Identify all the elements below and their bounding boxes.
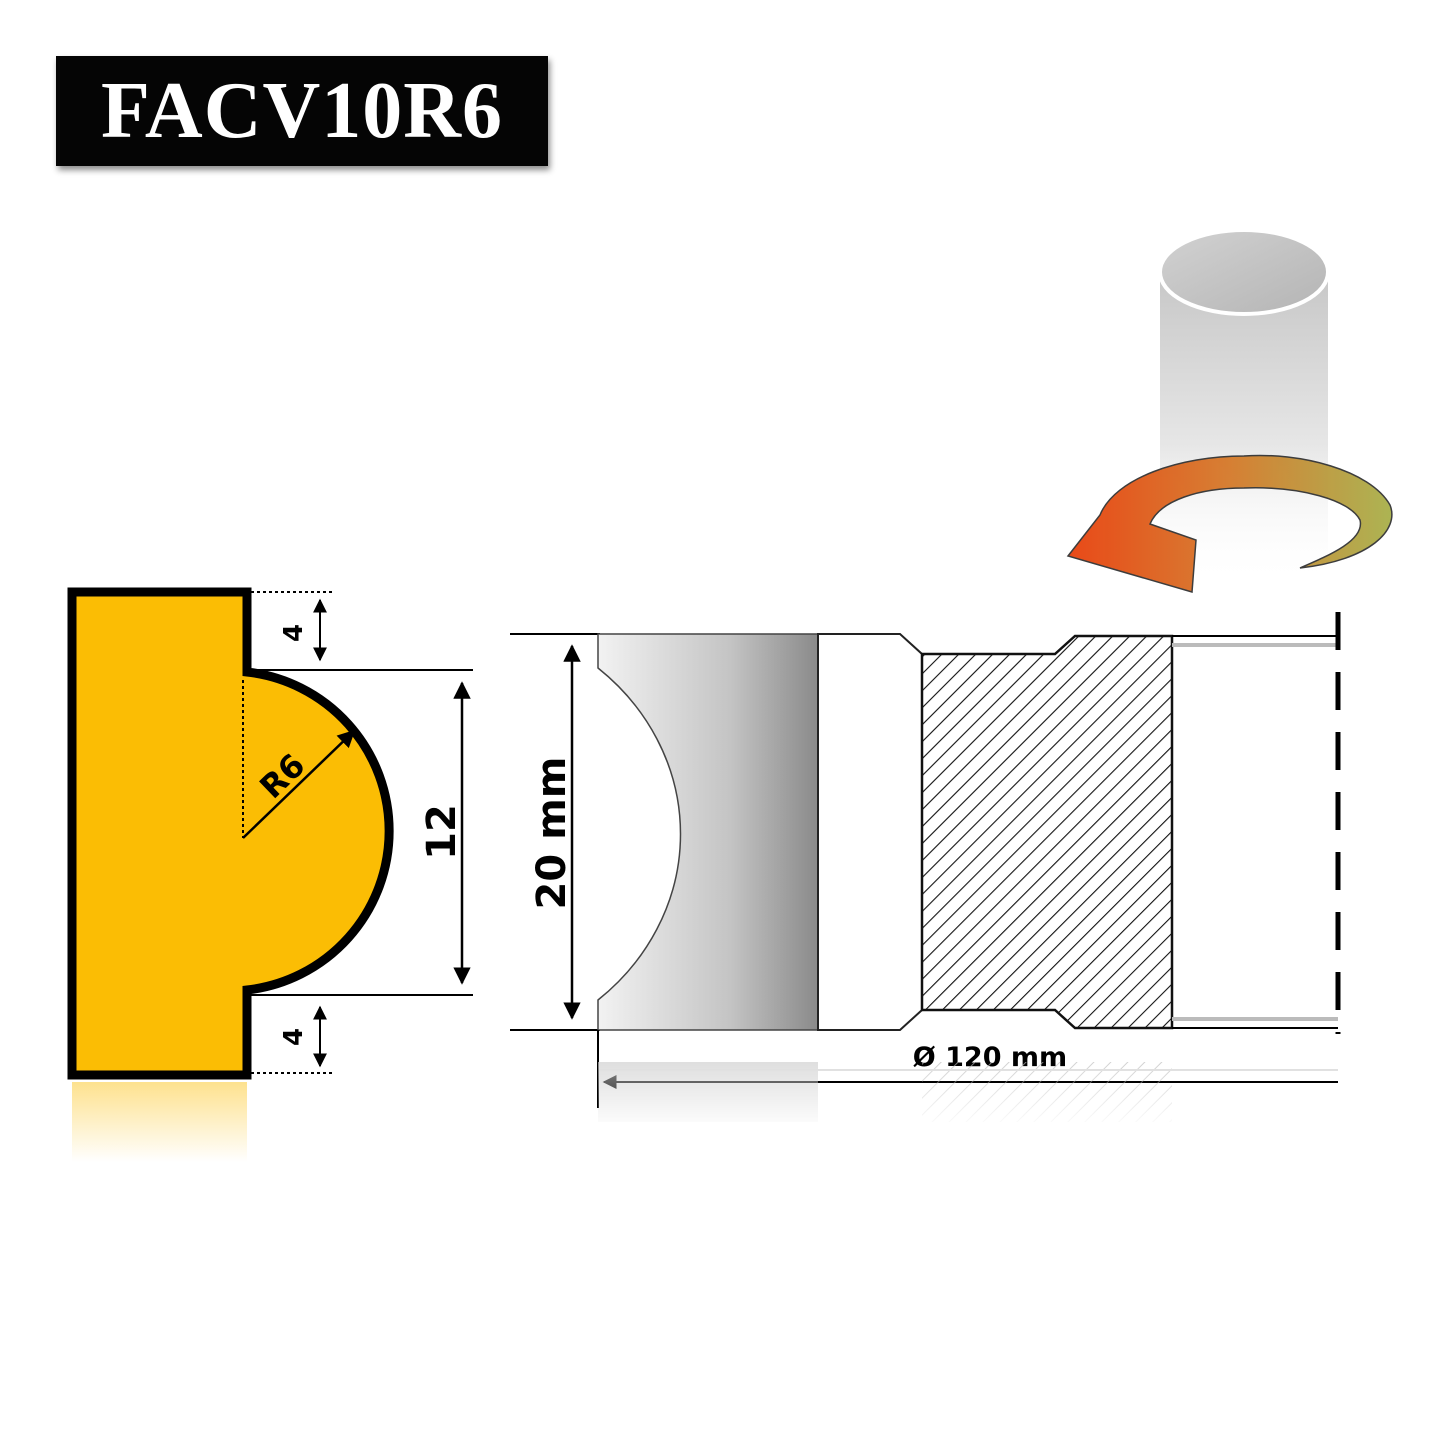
cutter-neck: [817, 633, 923, 1031]
profile-reflection: [72, 1082, 247, 1162]
product-code: FACV10R6: [100, 66, 504, 155]
profile-section: 4 4 12 R6: [67, 587, 473, 1162]
bottom-offset-label: 4: [279, 1028, 309, 1046]
cutter-reflection: [598, 1062, 1338, 1122]
cutter-body-hatched: [920, 634, 1174, 1030]
cutter-blade: [597, 633, 819, 1031]
profile-shape: [67, 587, 394, 1080]
cutter-height-label: 20 mm: [529, 757, 575, 910]
radius-dimension: [242, 729, 356, 839]
top-offset-label: 4: [279, 624, 309, 642]
rotation-arrow-icon: [1066, 454, 1393, 593]
profile-height-label: 12: [419, 804, 465, 860]
title-banner: FACV10R6: [56, 56, 548, 166]
cutter-section: 20 mm Ø 120 mm: [510, 612, 1341, 1122]
spindle-icon: [1158, 228, 1330, 586]
